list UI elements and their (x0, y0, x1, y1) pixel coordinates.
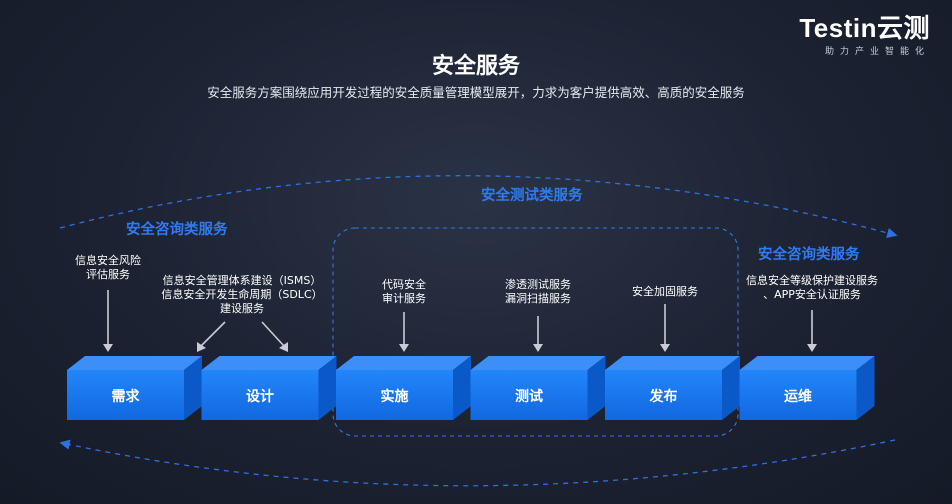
stage-block-top (67, 356, 202, 370)
service-line: 渗透测试服务 (505, 278, 571, 291)
logo-brand: Testin云测 (799, 13, 930, 43)
stage-block-side (856, 356, 875, 420)
service-hardening: 安全加固服务 (615, 285, 715, 299)
stage-block (470, 356, 606, 420)
service-line: 审计服务 (382, 292, 426, 305)
service-line: 评估服务 (86, 268, 130, 281)
stage-block-side (587, 356, 606, 420)
stage-block (739, 356, 875, 420)
service-line: 信息安全等级保护建设服务 (746, 274, 878, 287)
stage-block-top (201, 356, 337, 370)
stage-block-side (453, 356, 471, 420)
service-isms-sdlc: 信息安全管理体系建设（ISMS） 信息安全开发生命周期（SDLC） 建设服务 (152, 274, 332, 316)
service-line: 、APP安全认证服务 (763, 288, 861, 301)
service-pentest: 渗透测试服务 漏洞扫描服务 (488, 278, 588, 306)
stage-label: 需求 (111, 389, 140, 405)
stage-block (336, 356, 471, 420)
stage-block-top (336, 356, 471, 370)
stage-label: 发布 (649, 389, 678, 405)
stage-block (67, 356, 202, 420)
arrow-isms-to-design-left (200, 321, 226, 347)
stage-label: 测试 (515, 389, 543, 405)
service-line: 代码安全 (382, 278, 426, 291)
stage-block-top (739, 356, 875, 370)
service-line: 漏洞扫描服务 (505, 292, 571, 305)
arrow-isms-to-design-right (261, 321, 285, 347)
stage-block-side (184, 356, 202, 420)
stage-block (605, 356, 740, 420)
stage-block-front (470, 370, 588, 420)
service-code-audit: 代码安全 审计服务 (354, 278, 454, 306)
section-consult-right: 安全咨询类服务 (758, 247, 860, 263)
service-line: 信息安全风险 (75, 254, 141, 267)
service-compliance: 信息安全等级保护建设服务 、APP安全认证服务 (742, 274, 882, 302)
logo-slogan: 助力产业智能化 (824, 47, 930, 57)
stage-block-top (605, 356, 740, 370)
bottom-dashed-arc (59, 439, 896, 487)
stage-block-front (201, 370, 319, 420)
stage-block-top (470, 356, 606, 370)
service-line: 信息安全开发生命周期（SDLC） (161, 288, 323, 301)
service-risk-eval: 信息安全风险 评估服务 (58, 254, 158, 282)
stage-label: 设计 (246, 389, 274, 405)
page-title: 安全服务 (431, 54, 520, 79)
page-subtitle: 安全服务方案围绕应用开发过程的安全质量管理模型展开，力求为客户提供高效、高质的安… (207, 85, 745, 100)
stage-block (201, 356, 337, 420)
section-consult-left: 安全咨询类服务 (126, 222, 228, 238)
stage-block-side (722, 356, 740, 420)
testin-logo: Testin云测 助力产业智能化 (799, 14, 930, 57)
stage-block-front (605, 370, 722, 420)
stage-block-front (739, 370, 857, 420)
service-line: 信息安全管理体系建设（ISMS） (162, 274, 322, 287)
service-line: 安全加固服务 (632, 285, 698, 298)
service-line: 建设服务 (220, 302, 264, 315)
stage-block-front (336, 370, 453, 420)
stage-label: 实施 (380, 389, 409, 405)
stage-block-front (67, 370, 184, 420)
stage-label: 运维 (784, 389, 812, 405)
stage-block-side (318, 356, 337, 420)
top-dashed-arc (59, 175, 898, 238)
section-testing: 安全测试类服务 (481, 188, 583, 204)
